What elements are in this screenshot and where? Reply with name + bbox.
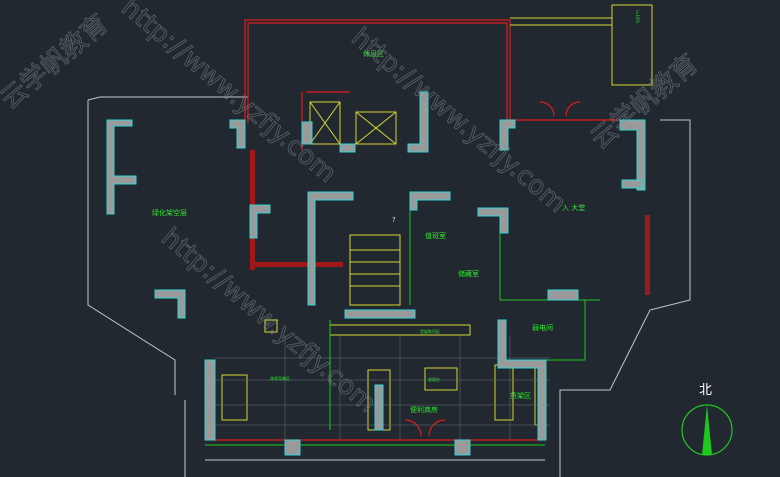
label-green-stilt-floor: 绿化架空层 bbox=[152, 208, 187, 217]
watermark: http://www.yzfjy.com bbox=[116, 0, 342, 189]
ramp bbox=[221, 4, 653, 431]
label-weak-current-room: 弱电间 bbox=[532, 323, 553, 332]
watermark: http://www.yzfjy.com bbox=[346, 22, 572, 219]
outline bbox=[87, 96, 691, 477]
label-shelf-top: 货架陈列区 bbox=[420, 328, 440, 334]
watermark: 云学帆教育 bbox=[0, 9, 114, 116]
watermark: http://www.yzfjy.com bbox=[156, 222, 382, 419]
north-arrow: 北 bbox=[681, 383, 733, 456]
question-mark: ? bbox=[392, 216, 396, 224]
north-label: 北 bbox=[699, 383, 712, 398]
red-wall-right bbox=[645, 215, 650, 295]
ramp-note: i=10% bbox=[635, 10, 640, 24]
red-lines bbox=[205, 19, 620, 441]
label-storage-room: 储藏室 bbox=[458, 269, 479, 278]
label-shelf-area: 货架区 bbox=[510, 391, 531, 400]
label-convenience-store: 便利商房 bbox=[410, 405, 438, 414]
label-lobby: 入 大堂 bbox=[562, 203, 585, 212]
green-lines bbox=[205, 195, 600, 446]
red-wall-mid bbox=[255, 262, 343, 267]
label-duty-room: 值班室 bbox=[425, 231, 446, 240]
label-cashier: 收银台 bbox=[428, 376, 440, 382]
label-snack-area: 休息用餐区 bbox=[270, 375, 290, 381]
walls bbox=[106, 91, 646, 456]
label-rest-area: 休息区 bbox=[363, 49, 384, 58]
